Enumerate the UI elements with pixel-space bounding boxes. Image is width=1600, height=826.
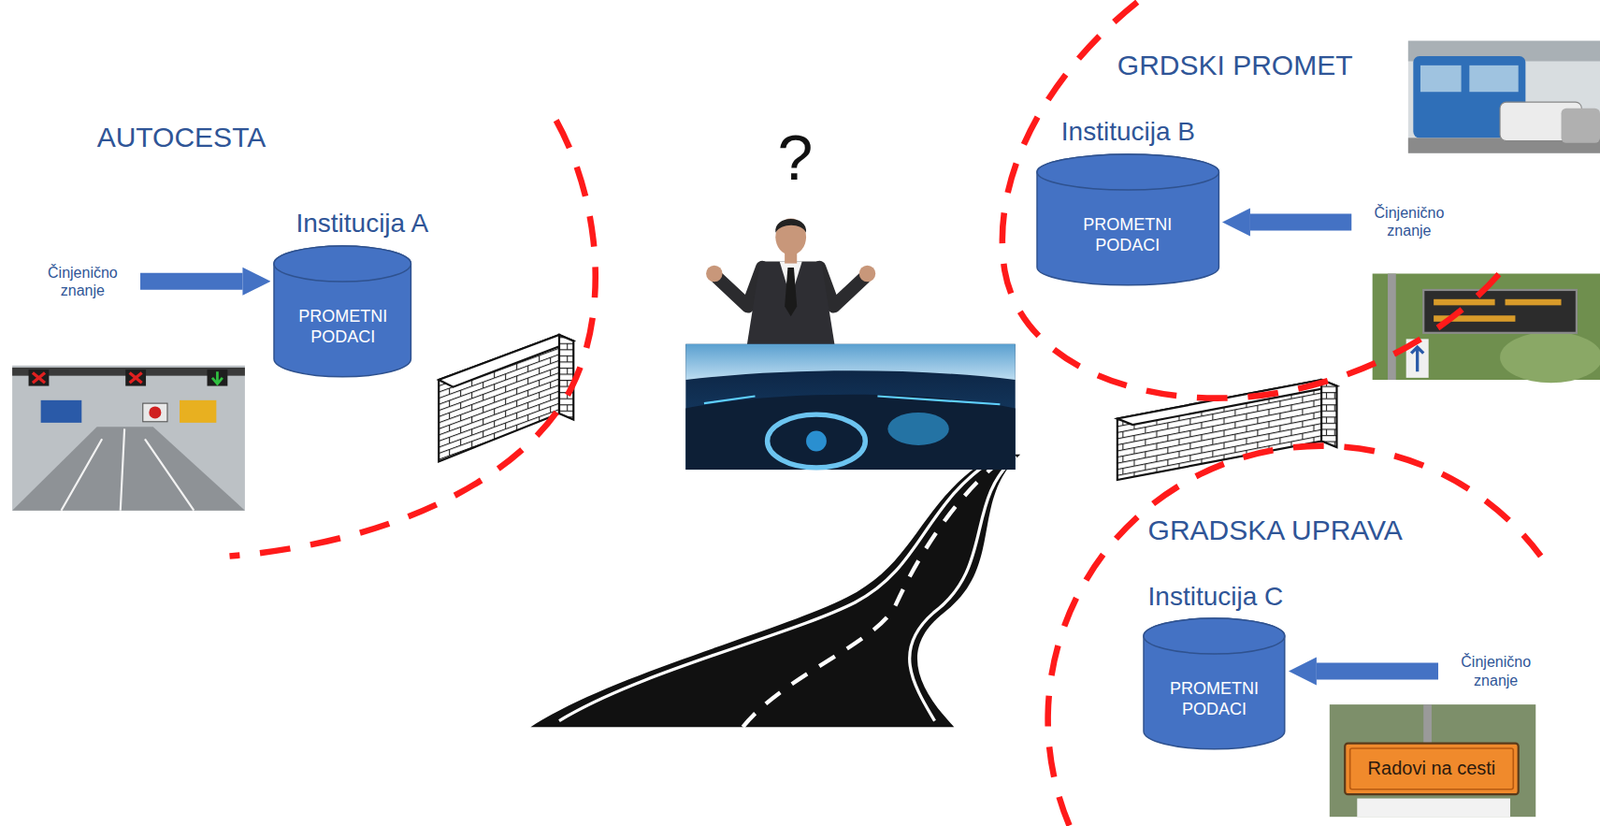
cylinder-body xyxy=(273,245,411,377)
car-dashboard xyxy=(685,344,1015,470)
screen-glow xyxy=(887,412,949,446)
wall-end xyxy=(559,334,574,420)
tram-window xyxy=(1420,65,1462,92)
car xyxy=(1561,108,1600,144)
lane-signal xyxy=(28,369,50,386)
region-boundary: AUTOCESTAČinjenično znanjeInstitucija AP… xyxy=(0,101,618,572)
person-suit xyxy=(747,260,836,346)
dashed-boundary xyxy=(1048,446,1542,826)
region-name: AUTOCESTA xyxy=(97,120,267,155)
source-label: Činjenično znanje xyxy=(1356,203,1461,240)
region-boundary: GRDSKI PROMETInstitucija BPROMETNI PODAC… xyxy=(989,0,1515,408)
steering-wheel xyxy=(767,414,866,468)
cylinder-top xyxy=(273,245,411,282)
display-line xyxy=(1505,299,1562,306)
dashboard-background xyxy=(685,344,1015,470)
sign-text: Radovi na cesti xyxy=(1344,757,1519,779)
direction-arrow xyxy=(1411,346,1424,372)
person-hand xyxy=(706,265,722,282)
dashboard-panel xyxy=(685,394,1015,470)
photo-background xyxy=(1329,704,1536,817)
lane-signal xyxy=(207,369,229,386)
road-surface xyxy=(530,454,1021,727)
display-line xyxy=(1433,299,1495,306)
institution-name: Institucija A xyxy=(295,207,429,240)
road-works-photo xyxy=(1329,704,1536,817)
road-sign xyxy=(143,403,168,422)
red-cross xyxy=(32,372,45,383)
region-boundary: GRADSKA UPRAVAInstitucija CPROMETNI PODA… xyxy=(1040,438,1600,826)
photo-background xyxy=(1408,41,1600,154)
road-works-sign xyxy=(1344,743,1519,795)
block-arrow xyxy=(1316,663,1439,680)
institution-name: Institucija B xyxy=(1061,115,1196,148)
institution-name: Institucija C xyxy=(1148,580,1284,613)
cylinder-body xyxy=(1037,154,1219,286)
wall-top xyxy=(438,334,574,388)
dashed-boundary xyxy=(1002,1,1505,398)
windshield-view xyxy=(685,344,1015,380)
database-cylinder: Institucija BPROMETNI PODACI xyxy=(1036,153,1220,287)
sign-pole xyxy=(1387,273,1397,381)
red-cross xyxy=(129,372,143,383)
tram-photo xyxy=(1408,41,1600,154)
road-edge-line xyxy=(559,456,998,721)
photo-road xyxy=(12,426,246,511)
dashboard-glow-line xyxy=(704,395,1000,404)
highway-photo xyxy=(12,365,246,511)
dashed-boundary xyxy=(230,120,596,557)
photo-foliage xyxy=(1499,331,1600,384)
steering-hub xyxy=(806,431,827,452)
no-entry-sign xyxy=(148,405,161,419)
source-text: Činjenično znanje xyxy=(1443,652,1548,689)
wall-end xyxy=(1321,379,1337,447)
cylinder-top xyxy=(1037,154,1219,190)
person-head xyxy=(775,218,807,256)
lane-line xyxy=(60,428,194,510)
road-edge-line xyxy=(909,456,1017,721)
sign-post xyxy=(1423,704,1432,746)
brick-wall xyxy=(438,334,574,462)
source-label: Činjenično znanje xyxy=(30,263,135,300)
distance-plate xyxy=(1356,798,1511,818)
region-name: GRDSKI PROMET xyxy=(1117,48,1354,83)
block-arrow xyxy=(1250,213,1352,231)
region-outline xyxy=(1040,438,1600,826)
source-label: Činjenično znanje xyxy=(1443,652,1548,689)
source-text: Činjenično znanje xyxy=(30,263,135,300)
lane-signal xyxy=(125,369,146,386)
cylinder-top xyxy=(1143,618,1285,654)
source-text: Činjenično znanje xyxy=(1356,203,1461,240)
person-hand xyxy=(859,265,876,282)
database-cylinder: Institucija APROMETNI PODACI xyxy=(273,245,412,378)
database-label: PROMETNI PODACI xyxy=(1163,678,1266,720)
road-sign xyxy=(179,400,217,423)
photo-sky xyxy=(12,365,246,511)
display-panel xyxy=(1423,289,1577,333)
brick-wall xyxy=(1117,379,1338,480)
cylinder-body xyxy=(1143,618,1285,750)
database-cylinder: Institucija CPROMETNI PODACI xyxy=(1142,617,1286,750)
green-arrow xyxy=(212,371,223,384)
road xyxy=(530,454,1021,727)
region-name: GRADSKA UPRAVA xyxy=(1148,513,1403,548)
question-mark: ? xyxy=(777,120,813,194)
block-arrow xyxy=(140,273,243,290)
road-center-line xyxy=(742,454,1009,727)
road-sign xyxy=(41,400,83,423)
confused-person xyxy=(706,218,876,346)
database-label: PROMETNI PODACI xyxy=(1056,215,1199,256)
person-tie xyxy=(784,267,797,317)
database-label: PROMETNI PODACI xyxy=(293,306,391,347)
tram-window xyxy=(1469,65,1518,92)
person-hair xyxy=(775,218,807,233)
